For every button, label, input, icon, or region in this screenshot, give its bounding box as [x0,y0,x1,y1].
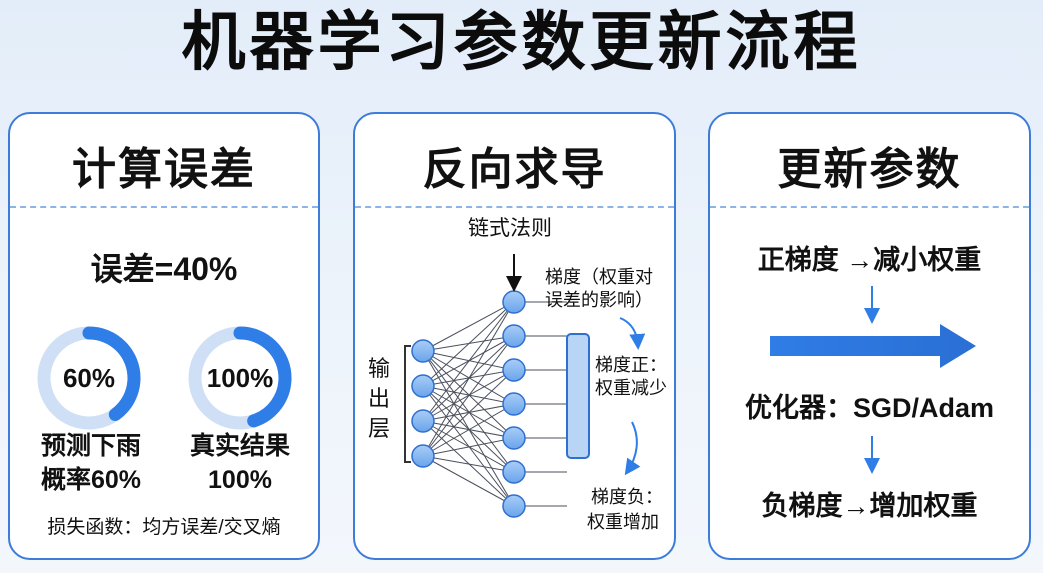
divider [355,206,674,208]
connection-line [422,301,515,352]
panel-compute-error: 计算误差 误差=40% 60% 100% 预测下雨 概率60% 真实结果 100… [8,112,320,560]
panel-title: 计算误差 [72,145,256,194]
network-node [502,290,526,314]
connection-line [422,455,515,507]
network-node [502,392,526,416]
chain-rule-label: 链式法则 [468,217,552,240]
panel-update-params: 更新参数 正梯度 →减小权重 优化器：SGD/Adam 负梯度→增加权重 [708,112,1031,560]
gauge-caption-line1: 真实结果 [189,432,290,460]
connection-line [422,335,515,457]
connection-line [422,301,515,387]
network-node [502,426,526,450]
gauge-actual: 100% [188,326,292,430]
neural-network-diagram: 链式法则 梯度（权重对 误差的影响） 梯度正： 权重减少 梯度负： 权重增加 输… [368,217,667,532]
connection-line [422,301,515,422]
output-bar [566,333,590,459]
flow-arrows [864,436,880,474]
loss-function-note: 损失函数：均方误差/交叉熵 [47,517,281,538]
network-node [502,494,526,518]
optimizer-label: 优化器：SGD/Adam [744,393,995,423]
big-right-arrow [770,324,976,368]
network-nodes [411,290,526,518]
positive-gradient-line2: 权重减少 [595,378,667,398]
gauge-caption-line1: 预测下雨 [40,432,141,460]
network-node [411,374,435,398]
network-node [411,339,435,363]
gauge-value: 100% [207,363,274,393]
gauge-prediction: 60% [37,326,141,430]
gauge-fill [37,326,141,430]
connection-line [422,437,515,457]
network-node [502,358,526,382]
gradient-arrow-down [624,421,641,476]
divider [710,206,1029,208]
gradient-arrow-down [619,317,646,350]
panel-backprop: 反向求导 链式法则 梯度（权重对 误差的影响） 梯度正： [353,112,676,560]
main-title: 机器学习参数更新流程 [181,6,862,78]
output-layer-char: 层 [368,416,390,441]
gradient-desc-line2: 误差的影响） [545,290,653,310]
network-node [502,324,526,348]
gauge-value: 60% [63,363,115,393]
network-node [502,460,526,484]
gauge-caption-line2: 概率60% [40,466,142,494]
gauges: 60% 100% [37,326,292,430]
divider [10,206,318,208]
connection-line [422,403,515,457]
network-node [411,409,435,433]
connection-line [422,455,515,473]
network-connections [422,301,567,507]
output-layer-bracket [404,345,411,463]
flow-arrows [770,286,976,368]
panel-title: 反向求导 [422,145,607,194]
gradient-desc-line1: 梯度（权重对 [545,267,653,287]
positive-gradient-line1: 梯度正： [595,355,667,375]
negative-gradient-line2: 权重增加 [587,512,659,532]
network-node [411,444,435,468]
negative-gradient-line1: 梯度负： [591,487,663,507]
gauge-fill [188,326,292,430]
negative-gradient-rule: 负梯度→增加权重 [761,491,978,521]
connection-line [422,369,515,457]
output-layer-char: 输 [368,356,390,381]
connection-line [422,301,515,457]
output-layer-char: 出 [368,386,390,411]
error-value: 误差=40% [90,251,238,287]
gauge-caption-line2: 100% [208,466,272,494]
panel-title: 更新参数 [777,145,962,194]
positive-gradient-rule: 正梯度 →减小权重 [757,245,982,275]
